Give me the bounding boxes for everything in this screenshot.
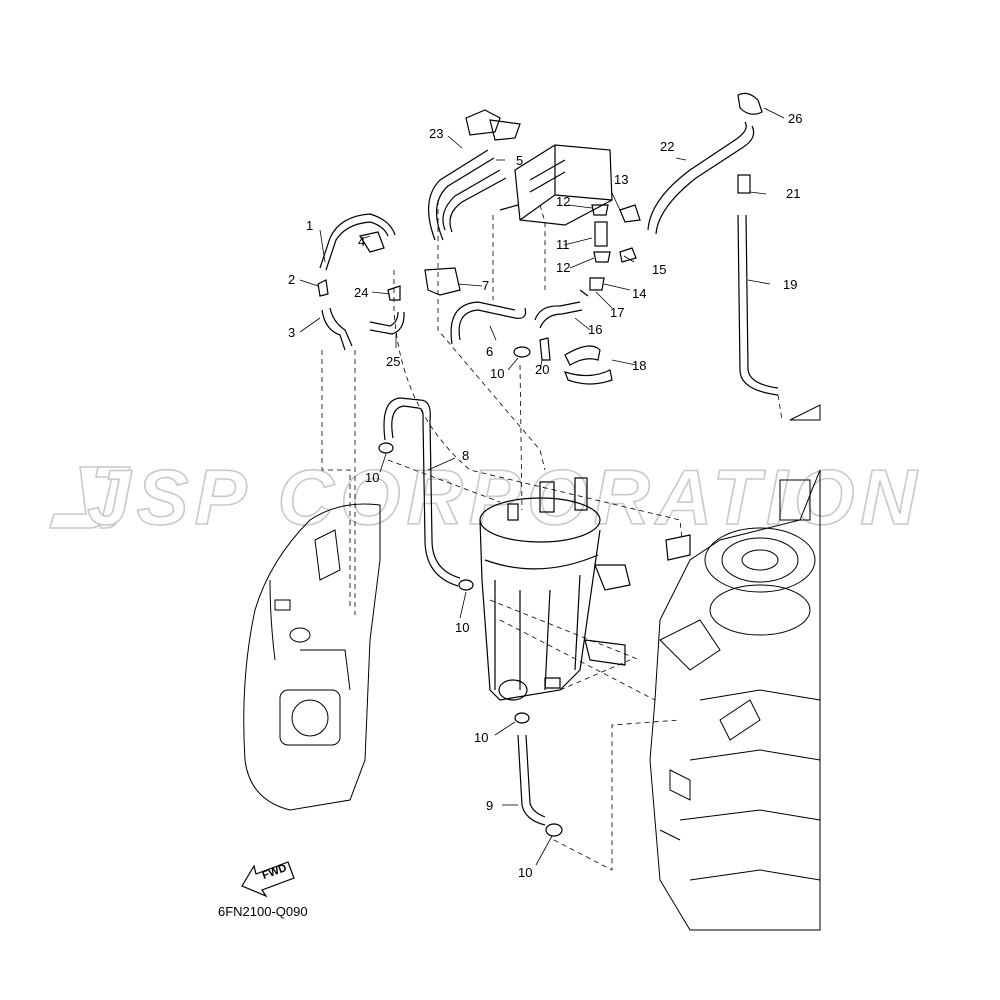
- callout-10-a: 10: [490, 366, 504, 381]
- callout-6: 6: [486, 344, 493, 359]
- callout-19: 19: [783, 277, 797, 292]
- callout-10-d: 10: [474, 730, 488, 745]
- callout-8: 8: [462, 448, 469, 463]
- diagram-code: 6FN2100-Q090: [218, 904, 308, 919]
- hoses: [319, 121, 779, 826]
- callout-12-a: 12: [556, 194, 570, 209]
- intake-manifold: [243, 503, 381, 811]
- callout-17: 17: [610, 305, 624, 320]
- callout-21: 21: [786, 186, 800, 201]
- callout-24: 24: [354, 285, 368, 300]
- callout-1: 1: [306, 218, 313, 233]
- callout-15: 15: [652, 262, 666, 277]
- charcoal-canister: [499, 144, 613, 226]
- vapor-separator: [479, 477, 631, 701]
- callout-2: 2: [288, 272, 295, 287]
- callout-26: 26: [788, 111, 802, 126]
- callout-labels: 1 2 3 4 5 6 7 8 9 10 10 10 10 10 11 12 1…: [288, 111, 802, 880]
- callout-23: 23: [429, 126, 443, 141]
- leader-lines: [299, 107, 785, 866]
- callout-4: 4: [358, 234, 365, 249]
- callout-10-c: 10: [455, 620, 469, 635]
- callout-22: 22: [660, 139, 674, 154]
- callout-11: 11: [556, 237, 570, 252]
- callout-14: 14: [632, 286, 646, 301]
- callout-18: 18: [632, 358, 646, 373]
- callout-3: 3: [288, 325, 295, 340]
- callout-10-e: 10: [518, 865, 532, 880]
- callout-25: 25: [386, 354, 400, 369]
- callout-13: 13: [614, 172, 628, 187]
- callout-12-b: 12: [556, 260, 570, 275]
- dashed-assembly-lines: [321, 200, 783, 871]
- callout-10-b: 10: [365, 470, 379, 485]
- callout-9: 9: [486, 798, 493, 813]
- callout-5: 5: [516, 153, 523, 168]
- callout-16: 16: [588, 322, 602, 337]
- engine-block: [649, 404, 821, 931]
- callout-7: 7: [482, 278, 489, 293]
- small-fittings: [317, 92, 763, 837]
- forward-arrow-icon: [241, 861, 295, 898]
- callout-20: 20: [535, 362, 549, 377]
